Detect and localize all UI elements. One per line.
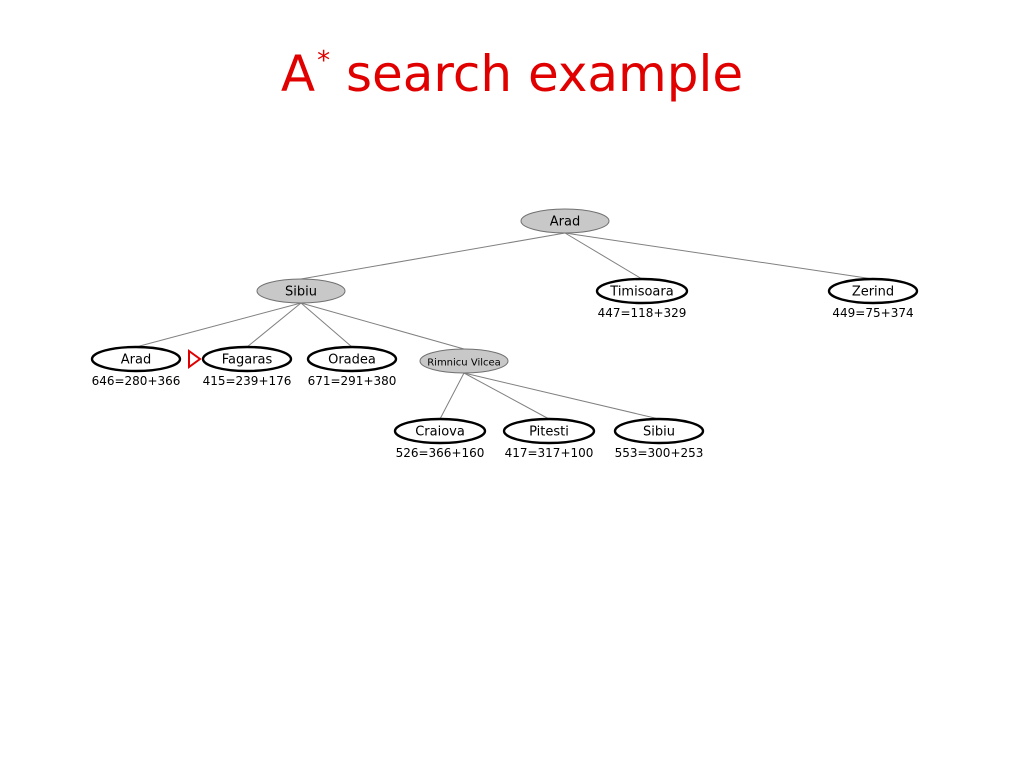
tree-node-sibiu: Sibiu (256, 278, 346, 304)
tree-node-arad-leaf: Arad 646=280+366 (90, 345, 182, 388)
edge-rimnicu-vilcea-pitesti (463, 372, 550, 420)
node-label-zerind: Zerind (852, 285, 894, 300)
node-label-sibiu-leaf: Sibiu (643, 425, 675, 440)
edge-rimnicu-vilcea-craiova (439, 372, 465, 420)
cost-label-fagaras: 415=239+176 (203, 374, 292, 388)
edge-sibiu-rimnicu-vilcea (300, 302, 465, 350)
node-label-arad-leaf: Arad (121, 353, 151, 368)
node-ellipse-arad-root (520, 208, 610, 234)
node-ellipse-rimnicu-vilcea (419, 348, 509, 374)
tree-node-zerind: Zerind 449=75+374 (827, 277, 919, 320)
node-label-craiova: Craiova (415, 425, 465, 440)
edge-sibiu-oradea (300, 302, 353, 348)
cost-label-pitesti: 417=317+100 (505, 446, 594, 460)
tree-node-fagaras: Fagaras 415=239+176 (201, 345, 293, 388)
node-ellipse-pitesti (502, 417, 596, 445)
title-asterisk: * (317, 46, 331, 76)
tree-node-timisoara: Timisoara 447=118+329 (595, 277, 689, 320)
edge-sibiu-arad-leaf (135, 302, 302, 348)
tree-node-oradea: Oradea 671=291+380 (306, 345, 398, 388)
edge-sibiu-fagaras (246, 302, 302, 348)
node-ellipse-timisoara (595, 277, 689, 305)
tree-node-arad-root: Arad (520, 208, 610, 234)
node-label-timisoara: Timisoara (609, 285, 673, 300)
next-expand-arrow-icon (188, 349, 202, 369)
cost-label-arad-leaf: 646=280+366 (92, 374, 181, 388)
edge-rimnicu-vilcea-sibiu-leaf (463, 372, 660, 420)
node-label-sibiu: Sibiu (285, 285, 317, 300)
node-label-arad-root: Arad (550, 215, 580, 230)
slide-title: A* search example (0, 26, 1024, 103)
node-ellipse-sibiu-leaf (613, 417, 705, 445)
tree-node-craiova: Craiova 526=366+160 (393, 417, 487, 460)
node-ellipse-fagaras (201, 345, 293, 373)
node-ellipse-sibiu (256, 278, 346, 304)
tree-edges (135, 232, 874, 420)
title-a: A (280, 45, 316, 103)
node-label-oradea: Oradea (328, 353, 376, 368)
edge-arad-root-sibiu (300, 232, 566, 280)
tree-node-rimnicu-vilcea: Rimnicu Vilcea (419, 348, 509, 374)
cost-label-sibiu-leaf: 553=300+253 (615, 446, 704, 460)
cost-label-timisoara: 447=118+329 (598, 306, 687, 320)
cost-label-zerind: 449=75+374 (832, 306, 913, 320)
node-ellipse-arad-leaf (90, 345, 182, 373)
cost-label-oradea: 671=291+380 (308, 374, 397, 388)
cost-label-craiova: 526=366+160 (396, 446, 485, 460)
edge-arad-root-zerind (564, 232, 874, 280)
node-label-fagaras: Fagaras (222, 353, 273, 368)
node-ellipse-zerind (827, 277, 919, 305)
tree-node-pitesti: Pitesti 417=317+100 (502, 417, 596, 460)
node-label-pitesti: Pitesti (529, 425, 569, 440)
node-ellipse-craiova (393, 417, 487, 445)
edge-arad-root-timisoara (564, 232, 643, 280)
title-rest: search example (330, 45, 744, 103)
node-ellipse-oradea (306, 345, 398, 373)
tree-node-sibiu-leaf: Sibiu 553=300+253 (613, 417, 705, 460)
node-label-rimnicu-vilcea: Rimnicu Vilcea (427, 358, 501, 369)
